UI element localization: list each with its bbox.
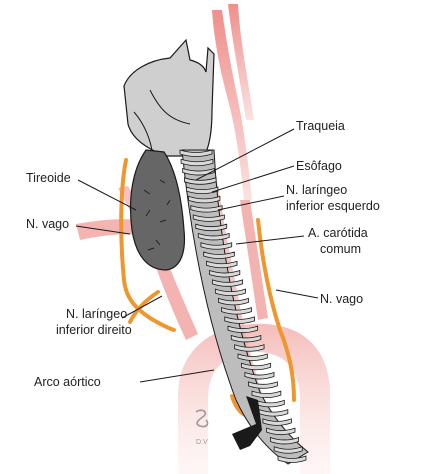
- label-traqueia: Traqueia: [296, 119, 345, 133]
- tracheal-ring: [277, 455, 307, 463]
- tracheal-ring: [208, 269, 241, 278]
- tracheal-ring: [227, 325, 259, 334]
- tracheal-ring: [179, 149, 213, 157]
- tracheal-ring: [200, 242, 233, 250]
- larynx: [123, 38, 215, 157]
- tracheal-ring: [195, 223, 228, 232]
- tracheal-ring: [206, 260, 238, 269]
- tracheal-ring: [273, 446, 303, 454]
- label-vago-esquerdo: N. vago: [26, 217, 69, 231]
- tracheal-ring: [203, 251, 235, 259]
- tracheal-ring: [180, 158, 214, 167]
- tracheal-ring: [192, 214, 225, 222]
- tracheal-ring: [237, 353, 268, 361]
- tracheal-ring: [184, 177, 217, 185]
- tracheal-ring: [214, 288, 246, 296]
- label-carotida-1: A. carótida: [308, 226, 368, 240]
- tracheal-ring: [244, 371, 275, 380]
- label-tireoide: Tireoide: [26, 171, 71, 185]
- tracheal-ring: [248, 381, 278, 389]
- trachea: [179, 149, 309, 465]
- label-laringeo-esquerdo-2: inferior esquerdo: [286, 199, 380, 213]
- label-carotida-2: comum: [320, 242, 361, 256]
- labels: Traqueia Esôfago N. laríngeo inferior es…: [26, 119, 380, 389]
- label-esofago: Esôfago: [296, 159, 342, 173]
- tracheal-ring: [269, 436, 300, 445]
- carotid-arteries: [212, 4, 268, 320]
- tracheal-ring: [241, 362, 272, 371]
- label-vago-direito: N. vago: [320, 292, 363, 306]
- tracheal-ring: [221, 307, 252, 315]
- tracheal-ring: [251, 390, 282, 398]
- tracheal-ring: [218, 297, 249, 306]
- label-arco-aortico: Arco aórtico: [34, 375, 101, 389]
- tracheal-ring: [182, 167, 215, 176]
- signature-logo: D.V: [195, 409, 209, 446]
- tracheal-ring: [230, 334, 262, 343]
- tracheal-ring: [258, 409, 289, 417]
- label-laringeo-esquerdo-1: N. laríngeo: [286, 183, 347, 197]
- tracheal-ring: [255, 399, 285, 408]
- label-laringeo-direito-2: inferior direito: [56, 323, 132, 337]
- tracheal-ring: [224, 316, 255, 324]
- tracheal-ring: [186, 186, 219, 194]
- tracheal-ring: [234, 344, 265, 352]
- tracheal-ring: [262, 418, 292, 426]
- tracheal-ring: [211, 279, 244, 287]
- label-laringeo-direito-1: N. laríngeo: [66, 307, 127, 321]
- bronchus: [232, 396, 262, 450]
- thyroid-gland: [129, 149, 186, 271]
- signature-text: D.V: [196, 439, 208, 446]
- tracheal-ring: [188, 195, 221, 204]
- aortic-arch: [177, 323, 330, 474]
- tracheal-ring: [197, 232, 230, 241]
- leader-lines: [75, 128, 319, 383]
- tracheal-ring: [266, 427, 296, 436]
